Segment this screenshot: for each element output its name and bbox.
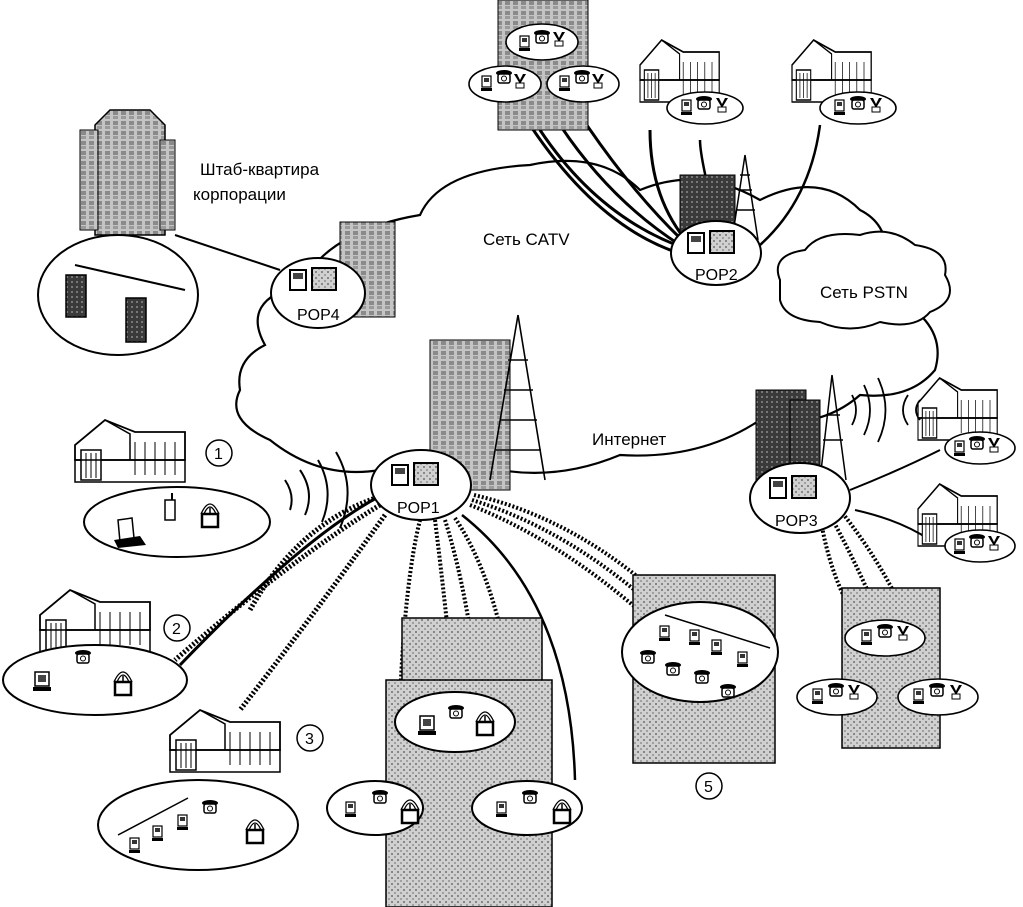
pop3-house-1 bbox=[917, 377, 999, 441]
pstn-label: Сеть PSTN bbox=[820, 283, 908, 302]
site3-lan bbox=[117, 797, 189, 854]
computer-icon bbox=[736, 651, 749, 668]
computer-icon bbox=[912, 688, 925, 705]
phone-icon bbox=[664, 661, 682, 676]
computer-icon bbox=[833, 99, 846, 116]
site1-number: 1 bbox=[214, 446, 223, 463]
phone-icon bbox=[447, 704, 465, 719]
computer-icon bbox=[658, 625, 671, 642]
site2-number: 2 bbox=[172, 621, 181, 638]
pop1-router-icon bbox=[391, 462, 439, 486]
site2-number-circle bbox=[163, 614, 191, 642]
computer-icon bbox=[480, 75, 493, 92]
site4-building bbox=[385, 617, 553, 907]
hq-building bbox=[79, 109, 176, 236]
phone-icon bbox=[371, 789, 389, 804]
pop4-label: POP4 bbox=[297, 307, 340, 324]
hq-servers bbox=[65, 264, 186, 343]
phone-icon bbox=[201, 799, 219, 814]
phone-icon bbox=[695, 95, 713, 110]
cloud-pstn bbox=[776, 230, 951, 330]
phone-icon bbox=[849, 95, 867, 110]
mobile-phone-icon bbox=[164, 493, 176, 521]
computer-icon bbox=[953, 538, 966, 555]
phone-icon bbox=[74, 649, 92, 664]
phone-icon bbox=[521, 789, 539, 804]
phone-icon bbox=[573, 69, 591, 84]
computer-icon bbox=[495, 801, 508, 818]
phone-icon bbox=[968, 435, 986, 450]
site1-number-circle bbox=[205, 439, 233, 467]
site4-ellipse-top bbox=[394, 691, 516, 753]
site2-ellipse bbox=[2, 644, 188, 716]
pop3-tower-icon bbox=[819, 374, 847, 481]
site5-lan bbox=[639, 614, 771, 698]
pop3-office-building bbox=[841, 587, 941, 749]
phone-icon bbox=[827, 682, 845, 697]
phone-icon bbox=[928, 682, 946, 697]
computer-icon bbox=[688, 629, 701, 646]
hq-label-line2: корпорации bbox=[193, 185, 286, 204]
phone-icon bbox=[495, 69, 513, 84]
computer-icon bbox=[417, 715, 437, 736]
phone-icon bbox=[968, 533, 986, 548]
phone-icon bbox=[639, 649, 657, 664]
phone-icon bbox=[533, 29, 551, 44]
computer-icon bbox=[344, 801, 357, 818]
hq-lan-ellipse bbox=[37, 234, 199, 356]
computer-icon bbox=[558, 75, 571, 92]
site5-number-circle bbox=[695, 772, 723, 800]
pop3-label: POP3 bbox=[775, 513, 818, 530]
hq-label-line1: Штаб-квартира bbox=[200, 160, 320, 179]
computer-icon bbox=[811, 688, 824, 705]
computer-icon bbox=[953, 440, 966, 457]
computer-icon bbox=[128, 837, 141, 854]
computer-icon bbox=[518, 35, 531, 52]
phone-icon bbox=[719, 683, 737, 698]
pop3-router-icon bbox=[769, 475, 817, 499]
site4-ellipse-right bbox=[471, 780, 583, 836]
catv-label: Сеть CATV bbox=[483, 230, 570, 249]
site3-number: 3 bbox=[305, 731, 314, 748]
computer-icon bbox=[710, 639, 723, 656]
pop4-router-icon bbox=[289, 267, 337, 291]
computer-icon bbox=[860, 629, 873, 646]
pop2-label: POP2 bbox=[695, 267, 738, 284]
site3-ellipse bbox=[97, 779, 299, 871]
computer-icon bbox=[151, 825, 164, 842]
pop2-router-icon bbox=[687, 230, 735, 254]
site2-house bbox=[39, 589, 151, 653]
computer-icon bbox=[176, 814, 189, 831]
top-building bbox=[497, 0, 589, 131]
pop1-label: POP1 bbox=[397, 500, 440, 517]
site3-number-circle bbox=[296, 724, 324, 752]
site1-house bbox=[74, 419, 186, 483]
site4-ellipse-left bbox=[326, 780, 424, 836]
computer-icon bbox=[680, 99, 693, 116]
phone-icon bbox=[693, 669, 711, 684]
site5-number: 5 bbox=[704, 779, 713, 796]
site1-ellipse bbox=[83, 486, 271, 558]
phone-icon bbox=[876, 623, 894, 638]
site3-building bbox=[169, 709, 281, 773]
laptop-icon bbox=[114, 517, 146, 548]
pop2-tower-icon bbox=[731, 154, 759, 241]
pop1-tower-icon bbox=[489, 314, 546, 481]
computer-icon bbox=[32, 671, 52, 692]
internet-label: Интернет bbox=[592, 430, 666, 449]
wireless-arcs-pop1 bbox=[284, 451, 349, 529]
